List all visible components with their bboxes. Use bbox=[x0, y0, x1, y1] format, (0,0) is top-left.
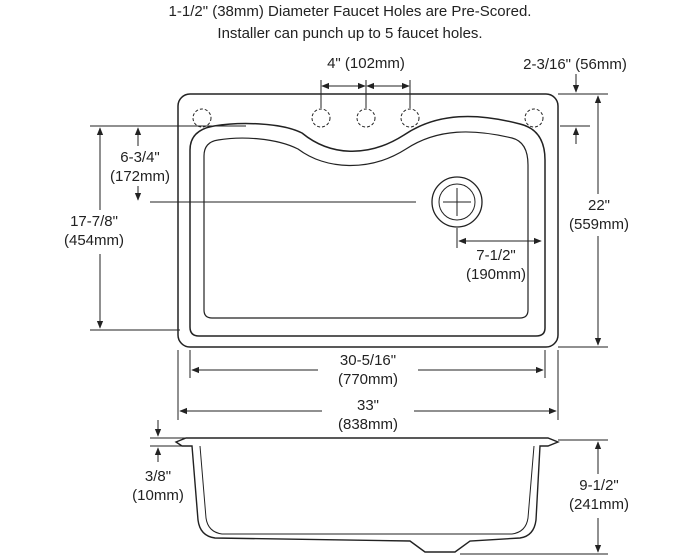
bowl-depth-in: 17-7/8" bbox=[70, 213, 118, 230]
sink-depth-mm: (241mm) bbox=[569, 496, 629, 513]
drain-front-in: 6-3/4" bbox=[120, 149, 160, 166]
faucet-hole-icon bbox=[311, 108, 331, 128]
rim-thickness-mm: (10mm) bbox=[132, 487, 184, 504]
faucet-hole-icon bbox=[356, 108, 376, 128]
overall-depth-in: 22" bbox=[588, 197, 610, 214]
rim-thickness-in: 3/8" bbox=[145, 468, 171, 485]
hole-spacing-label: 4" (102mm) bbox=[327, 55, 405, 72]
bowl-width-mm: (770mm) bbox=[338, 371, 398, 388]
sink-outline bbox=[177, 93, 559, 348]
side-view: 3/8" (10mm) 9-1/2" (241mm) bbox=[132, 420, 634, 555]
sink-depth-in: 9-1/2" bbox=[579, 477, 619, 494]
sink-profile bbox=[174, 437, 560, 553]
overall-depth-mm: (559mm) bbox=[569, 216, 629, 233]
bowl-rim bbox=[189, 115, 546, 337]
faucet-hole-icon bbox=[400, 108, 420, 128]
faucet-hole-icon bbox=[524, 108, 544, 128]
bowl-width-in: 30-5/16" bbox=[340, 352, 396, 369]
deck-depth-label: 2-3/16" (56mm) bbox=[523, 56, 627, 73]
overall-width-in: 33" bbox=[357, 397, 379, 414]
drain-front-mm: (172mm) bbox=[110, 168, 170, 185]
bowl-depth-mm: (454mm) bbox=[64, 232, 124, 249]
faucet-hole-icon bbox=[192, 108, 212, 128]
header-note-line2: Installer can punch up to 5 faucet holes… bbox=[217, 25, 482, 42]
header-note-line1: 1-1/2" (38mm) Diameter Faucet Holes are … bbox=[169, 3, 532, 20]
drain-icon bbox=[431, 176, 483, 228]
top-view: 4" (102mm) 2-3/16" (56mm) 22" (559mm) 17… bbox=[52, 55, 632, 436]
drain-offset-mm: (190mm) bbox=[466, 266, 526, 283]
bowl-basin bbox=[203, 131, 529, 319]
drain-offset-in: 7-1/2" bbox=[476, 247, 516, 264]
overall-width-mm: (838mm) bbox=[338, 416, 398, 433]
